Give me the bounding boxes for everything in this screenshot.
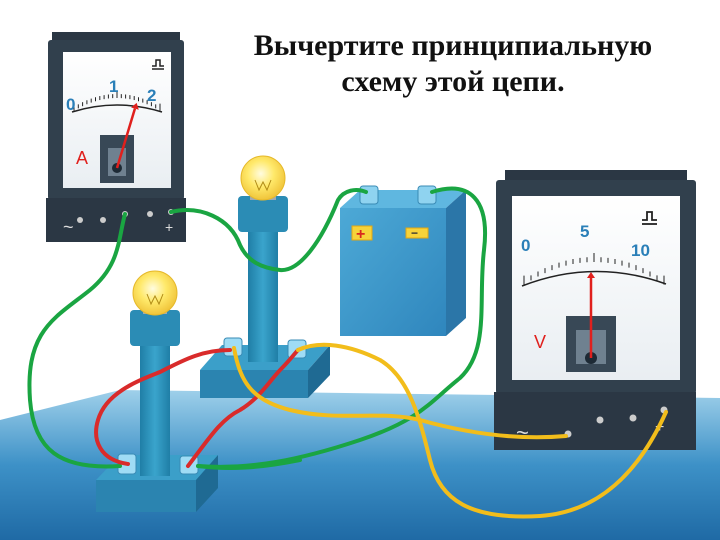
voltmeter-scale-label-0: 0 [521,236,530,255]
title-line-1: Вычертите принципиальную [253,29,653,62]
wire-green-ammeter-to-lower-lamp [27,212,127,469]
lamp-stand-upper-base-side [308,345,330,398]
voltmeter-scale-arc [521,270,667,287]
battery-terminal-left [359,185,379,205]
battery-minus-plate [405,227,429,239]
wire-green-battery-to-lower-lamp [196,186,487,469]
voltmeter: 0 5 10 V ~ + [494,170,696,450]
ammeter-dc-symbol [152,59,164,67]
ammeter-terminal-1 [77,217,83,223]
battery-plus-symbol: + [356,226,365,243]
battery-side-face [446,190,466,336]
wire-red-lamp-to-lamp-1 [94,348,232,466]
voltmeter-scale-label-5: 5 [580,222,589,241]
wire-red-lamp-to-lamp-2 [186,348,300,468]
voltmeter-terminal-3 [629,414,637,422]
wire-yellow-upper-lamp-to-voltmeter [232,346,568,440]
battery-plus-plate [351,225,373,241]
wires [27,186,668,519]
lamp-bulb-upper [240,155,286,201]
ammeter-plus-symbol: + [165,219,173,235]
ammeter-scale-arc [71,104,163,113]
battery-top-face [340,190,466,208]
ammeter-pointer-head [131,102,139,110]
voltmeter-unit-letter: V [534,332,546,352]
voltmeter-dc-symbol [642,211,657,221]
lamp-stand-lower-base-front [96,480,196,512]
ammeter-pointer [115,108,137,169]
voltmeter-pointer-head [587,272,595,278]
title-line-2: схему этой цепи. [341,65,565,98]
lamp-stand-upper-column [248,228,278,362]
lamp-bulb-lower [132,270,178,316]
lamp-filament-lower [146,293,164,306]
ammeter-scale-ticks [73,90,161,111]
wire-yellow-upper-lamp-to-voltmeter-plus [296,342,668,519]
battery-terminal-right [417,185,437,205]
voltmeter-ac-symbol: ~ [516,420,529,445]
voltmeter-terminal-2 [596,416,604,424]
battery: + − [340,185,466,336]
battery-minus-symbol: − [411,226,418,240]
ammeter-unit-letter: A [76,148,88,168]
ammeter-ac-symbol: ~ [63,217,74,237]
lamp-stand-lower-column-cap [130,310,180,346]
lamp-filament-upper [254,179,272,192]
voltmeter-scale-label-10: 10 [631,241,650,260]
ammeter: 0 1 2 A ~ + [46,32,186,242]
ammeter-scale-label-2: 2 [147,86,156,105]
page-title: Вычертите принципиальную схему этой цепи… [218,28,688,100]
ammeter-scale-label-0: 0 [66,95,75,114]
lamp-stand-upper-column-cap [238,196,288,232]
ammeter-scale-label-1: 1 [109,77,118,96]
voltmeter-scale-ticks [523,253,665,285]
ammeter-terminal-4 [147,211,153,217]
lamp-stand-upper [200,155,330,398]
wire-green-lower-lamp-right [196,458,302,470]
ammeter-terminal-2 [100,217,106,223]
ammeter-base-panel [46,198,186,242]
lamp-stand-lower-column [140,340,170,476]
wire-green-ammeter-to-upper-lamp [169,188,368,273]
